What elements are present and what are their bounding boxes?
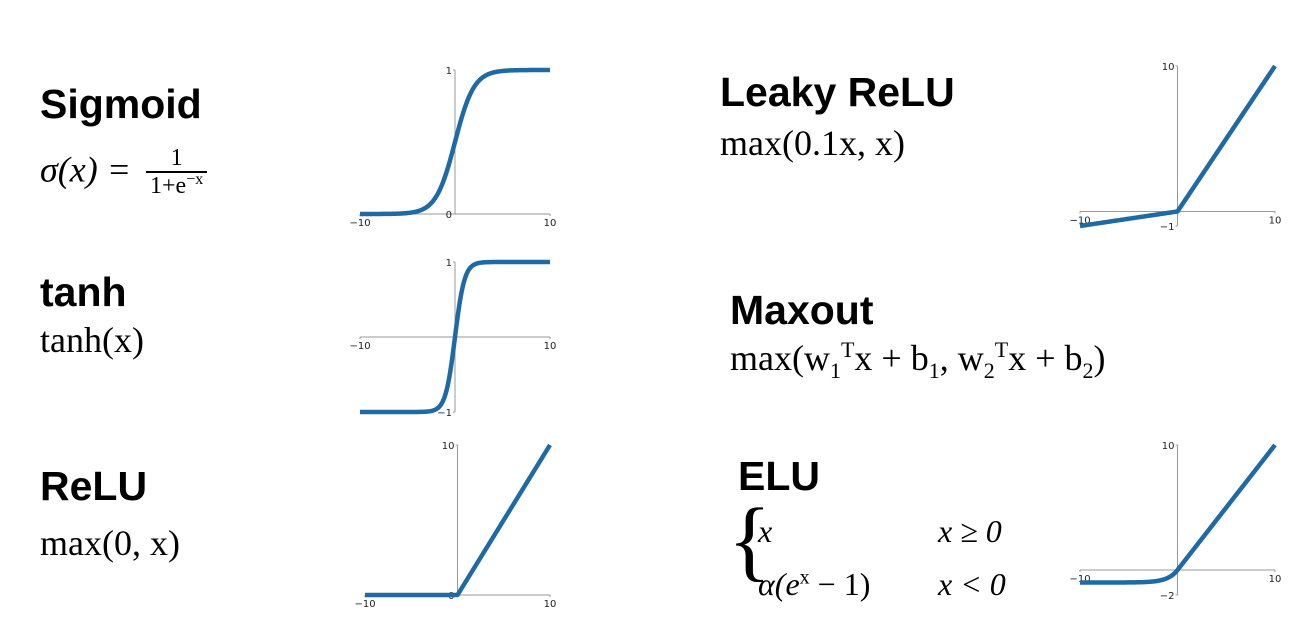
tanh-y-tick-label: 1 bbox=[446, 258, 452, 269]
elu-case1-cond: x ≥ 0 bbox=[938, 513, 1002, 549]
leaky-y-tick-label: −1 bbox=[1160, 222, 1175, 233]
elu-y-tick-label: −2 bbox=[1160, 591, 1175, 602]
maxout-sup-1: T bbox=[840, 337, 855, 362]
relu-x-tick-label: 10 bbox=[544, 599, 557, 610]
sigmoid-x-tick-label: −10 bbox=[349, 218, 370, 229]
elu-x-tick-label: 10 bbox=[1269, 574, 1282, 585]
sigmoid-y-tick-label: 1 bbox=[446, 66, 452, 77]
sigmoid-series-line bbox=[358, 67, 552, 217]
sigmoid-y-tick-label: 0 bbox=[446, 210, 452, 221]
sigmoid-fraction-denominator: 1+e−x bbox=[146, 171, 207, 201]
leaky-relu-plot: −1 10 −10 10 bbox=[1069, 62, 1282, 233]
tanh-y-tick-label: −1 bbox=[437, 408, 452, 419]
relu-series-line bbox=[363, 443, 552, 598]
relu-x-tick-label: −10 bbox=[354, 599, 375, 610]
elu-series-line bbox=[1078, 443, 1277, 585]
elu-case2-expr-b: − 1) bbox=[809, 566, 871, 602]
relu-formula: max(0, x) bbox=[40, 523, 180, 563]
elu-y-tick-label: 10 bbox=[1162, 441, 1175, 452]
maxout-sup-2: T bbox=[994, 337, 1009, 362]
elu-case-1-cond: x ≥ 0 bbox=[938, 515, 1002, 547]
maxout-part-d: x + b bbox=[1008, 338, 1083, 378]
sigmoid-den-exp: −x bbox=[186, 171, 204, 189]
maxout-part-a: max(w bbox=[730, 338, 830, 378]
elu-brace: { bbox=[728, 491, 772, 590]
sigmoid-formula-lhs: σ(x) = bbox=[40, 149, 132, 190]
elu-case2-cond: x < 0 bbox=[938, 566, 1006, 602]
leaky-series-line bbox=[1078, 64, 1277, 229]
tanh-plot: −1 1 −10 10 bbox=[349, 258, 557, 419]
tanh-title: tanh bbox=[40, 269, 127, 315]
maxout-formula: max(w1Tx + b1, w2Tx + b2) bbox=[730, 337, 1106, 382]
sigmoid-title: Sigmoid bbox=[40, 81, 202, 127]
leaky-relu-formula: max(0.1x, x) bbox=[720, 123, 905, 163]
maxout-sub-4: 2 bbox=[1082, 358, 1094, 384]
maxout-sub-3: 2 bbox=[983, 358, 995, 384]
leaky-x-tick-label: 10 bbox=[1269, 215, 1282, 226]
elu-case2-expr-a: α(e bbox=[758, 566, 800, 602]
sigmoid-fraction-numerator: 1 bbox=[146, 145, 208, 174]
maxout-part-c: , w bbox=[939, 338, 984, 378]
maxout-title: Maxout bbox=[730, 287, 874, 333]
leaky-x-tick-label: −10 bbox=[1069, 215, 1090, 226]
elu-plot: −2 10 −10 10 bbox=[1069, 441, 1282, 602]
maxout-part-b: x + b bbox=[854, 338, 929, 378]
maxout-part-e: ) bbox=[1093, 338, 1106, 378]
sigmoid-plot: 0 1 −10 10 bbox=[349, 66, 557, 229]
elu-case1-expr: x bbox=[758, 513, 773, 549]
elu-case-2: α(ex − 1) bbox=[758, 566, 871, 602]
maxout-sub-2: 1 bbox=[928, 358, 940, 384]
tanh-formula: tanh(x) bbox=[40, 320, 144, 360]
maxout-sub-1: 1 bbox=[829, 358, 841, 384]
relu-y-tick-label: 10 bbox=[442, 441, 455, 452]
relu-title: ReLU bbox=[40, 463, 148, 509]
sigmoid-x-tick-label: 10 bbox=[544, 218, 557, 229]
elu-x-tick-label: −10 bbox=[1069, 574, 1090, 585]
elu-title: ELU bbox=[738, 453, 820, 499]
sigmoid-fraction: 1 1+e−x bbox=[146, 145, 208, 201]
tanh-series-line bbox=[358, 259, 552, 415]
elu-case-1: x bbox=[758, 515, 772, 547]
elu-case2-expr-sup: x bbox=[799, 566, 810, 589]
tanh-x-tick-label: 10 bbox=[544, 341, 557, 352]
leaky-y-tick-label: 10 bbox=[1162, 62, 1175, 73]
tanh-x-tick-label: −10 bbox=[349, 341, 370, 352]
sigmoid-formula: σ(x) = 1 1+e−x bbox=[40, 145, 208, 201]
elu-case-2-cond: x < 0 bbox=[938, 568, 1006, 600]
leaky-relu-title: Leaky ReLU bbox=[720, 69, 955, 115]
sigmoid-den-base: 1+e bbox=[150, 173, 187, 200]
